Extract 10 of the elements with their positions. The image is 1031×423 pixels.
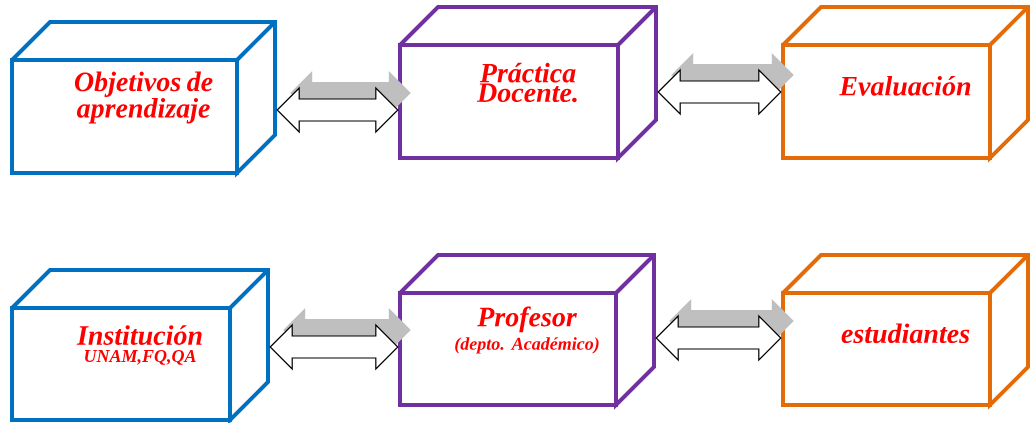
cuboid-box: Institución UNAM,FQ,QA [10,268,270,423]
double-arrow [269,308,411,371]
cuboid-box: Objetivos de aprendizaje [10,20,277,178]
cuboid-box: Profesor (depto. Académico) [398,253,656,410]
cuboid-box: estudiantes [781,253,1030,410]
cuboid-box: Evaluación [781,5,1030,163]
double-arrow [655,299,794,362]
double-arrow [276,71,411,134]
double-arrow [657,53,794,116]
cuboid-box: Práctica Docente. [398,5,658,163]
